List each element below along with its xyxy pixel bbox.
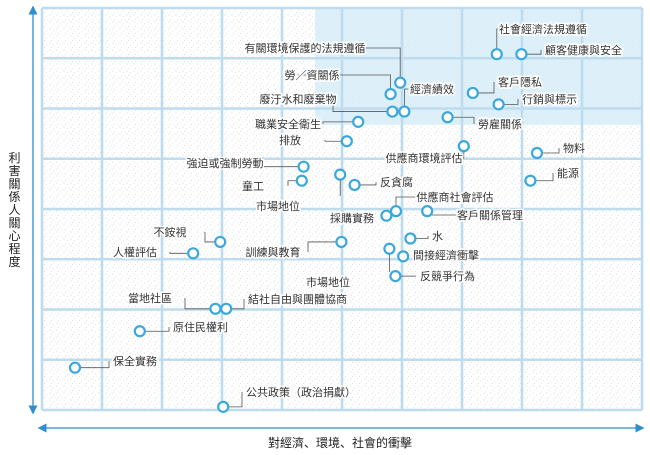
leader-line [322,121,354,124]
data-point [217,400,230,413]
leader-line [526,50,542,55]
data-point [68,361,82,374]
data-point [334,168,347,181]
point-label: 反競爭行為 [420,269,475,283]
point-label: 經濟績效 [410,82,454,96]
point-label: 水 [432,230,443,243]
leader-lines [80,28,560,408]
leader-line [231,299,245,310]
data-point [220,302,233,315]
data-point [398,105,411,118]
data-point [394,76,407,89]
point-label: 當地社區 [128,291,172,305]
leader-line [204,232,216,243]
data-point [466,86,479,100]
data-point [441,111,454,124]
data-point [386,105,399,118]
leader-line [535,173,554,182]
point-label: 市場地位 [256,199,300,213]
point-label: 結社自由與團體協商 [248,292,347,306]
x-axis-title: 對經濟、環境、社會的衝擊 [268,435,412,450]
data-point [389,205,403,218]
data-point [380,209,393,222]
point-label: 勞／資關係 [285,68,340,82]
leader-line [452,116,475,124]
point-label: 間接經濟衝擊 [413,248,479,262]
point-label: 行銷與標示 [522,92,577,106]
point-label: 供應商環境評估 [386,151,463,165]
point-label: 訓練與教育 [246,245,301,259]
data-point [515,48,528,61]
point-label: 公共政策（政治捐獻） [246,385,356,399]
point-label: 保全實務 [113,354,157,368]
leader-line [228,392,243,408]
data-point [352,115,365,128]
data-point [404,232,417,245]
leader-line [285,47,401,78]
leader-line [359,182,377,186]
data-point [348,178,361,192]
point-label: 顧客健康與安全 [545,43,622,57]
point-label: 能源 [557,166,579,180]
point-label: 強迫或強制勞動 [187,156,264,170]
leader-line [503,99,519,105]
point-label: 有關環境保護的法規遵循 [245,41,366,55]
leader-line [80,361,110,369]
point-label: 供應商社會評估 [417,190,494,204]
leader-line [184,298,211,310]
point-label: 不銨視 [154,225,187,239]
point-label: 童工 [242,179,264,193]
leader-line [395,196,435,207]
data-point [397,250,410,263]
point-label: 物料 [563,141,585,155]
leader-line [169,252,189,254]
data-point [214,235,227,249]
point-label: 廢汙水和廢棄物 [260,92,337,106]
data-point [340,135,353,148]
leader-line [415,236,429,239]
leader-line [542,148,560,154]
leader-line [259,163,299,168]
point-label: 採購實務 [330,211,374,225]
leader-line [496,28,523,50]
high-priority-region [315,8,642,125]
leader-line [404,88,412,107]
data-point [297,160,310,173]
data-point [421,205,434,218]
leader-line [287,180,297,186]
data-point [383,242,396,255]
data-points [68,48,544,413]
point-label: 反貪腐 [380,175,413,189]
data-point [209,302,222,315]
point-label: 勞雇關係 [478,117,522,131]
y-axis-title: 利害關係人關心程度 [7,151,21,268]
leader-line [477,82,495,94]
data-point [384,87,397,101]
data-point [492,98,505,111]
point-label: 排放 [279,133,301,147]
leader-line [324,140,342,142]
point-label: 客戶隱私 [498,75,542,89]
data-point [187,247,200,260]
data-point [457,140,470,153]
point-label: 職業安全衛生 [255,117,321,131]
data-point [295,174,308,187]
point-label: 社會經濟法規遵循 [499,22,587,36]
point-label: 客戶關係管理 [457,208,523,222]
leader-line [307,241,337,252]
data-point [530,146,544,160]
data-point [389,270,402,283]
data-point [335,235,348,249]
point-label: 原住民權利 [173,320,228,334]
point-label: 市場地位 [306,275,350,289]
leader-line [144,327,170,332]
data-point [133,325,146,338]
point-label: 人權評估 [113,245,157,259]
data-point [490,48,503,61]
leader-line [292,74,391,90]
leader-line [332,99,388,112]
data-point [524,174,537,187]
